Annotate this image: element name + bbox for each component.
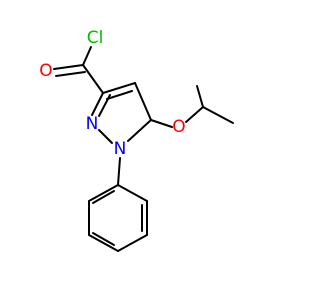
molecule-canvas: Cl O O N N	[39, 28, 234, 252]
bond-ch-me2	[202, 106, 234, 124]
bond-n1-ph	[117, 157, 121, 186]
structure-diagram: Cl O O N N	[39, 28, 234, 252]
bond-c-o-double-1	[53, 64, 84, 70]
bond-o-ch	[185, 106, 204, 123]
atom-cl: Cl	[87, 28, 104, 48]
bond-ph-6	[88, 184, 119, 202]
bond-c4-c5	[134, 82, 152, 121]
bond-c3-c4	[102, 82, 136, 94]
bond-ph-3	[117, 234, 148, 252]
bond-c-cl	[82, 46, 92, 66]
bond-c-o-double-2	[55, 71, 86, 77]
bond-n2-n1	[98, 129, 113, 144]
bond-ph-1	[117, 184, 148, 202]
bonds	[53, 46, 234, 252]
atom-o-ether: O	[172, 117, 185, 137]
atom-n1: N	[114, 139, 127, 159]
bond-ph-4	[88, 234, 119, 252]
bond-ch-me1	[196, 85, 204, 108]
bond-c5-o	[150, 119, 173, 128]
bond-ph-inner-3	[92, 190, 115, 204]
bond-ph-inner-2	[92, 232, 115, 246]
bond-c3-n2	[91, 92, 104, 116]
atom-o-carbonyl: O	[39, 61, 52, 81]
atom-n2: N	[86, 114, 99, 134]
atom-labels: Cl O O N N	[39, 28, 185, 159]
bond-c3-c4-inner	[106, 90, 133, 100]
bond-c3-n2-inner	[98, 94, 111, 117]
bond-c5-n1	[127, 119, 152, 142]
bond-c-c3	[82, 64, 104, 94]
